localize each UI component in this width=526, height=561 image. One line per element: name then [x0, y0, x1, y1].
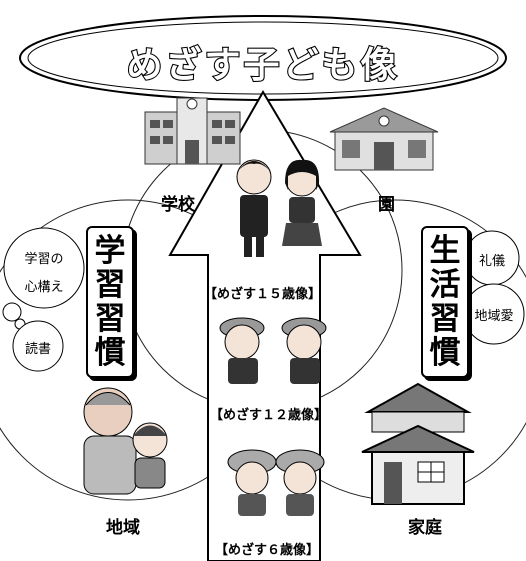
- children-12-illustration: [219, 317, 327, 384]
- bubble-reading: [12, 320, 64, 372]
- life-habits-char-3: 習: [429, 301, 461, 337]
- grandparent-child-illustration: [83, 387, 168, 495]
- label-home: 家庭: [408, 518, 442, 538]
- bubble-text-study-2: 心構え: [24, 280, 64, 295]
- bubble-text-community-love: 地域愛: [474, 309, 514, 324]
- bubble-study-mindset: [3, 227, 85, 309]
- life-habits-panel: 生 活 習 慣: [421, 226, 469, 378]
- life-habits-char-1: 生: [429, 233, 461, 269]
- label-school: 学校: [161, 195, 195, 215]
- students-15-illustration: [236, 159, 322, 257]
- learning-habits-char-2: 習: [94, 267, 126, 303]
- children-6-illustration: [227, 449, 325, 516]
- house-icon: [361, 382, 475, 505]
- stage-6-label: 【めざす６歳像】: [215, 543, 320, 558]
- label-nursery: 園: [378, 195, 395, 215]
- nursery-building-icon: [329, 107, 439, 171]
- bubble-text-study-1: 学習の: [24, 252, 64, 267]
- stage-15-label: 【めざす１５歳像】: [204, 287, 322, 302]
- learning-habits-panel: 学 習 習 慣: [86, 226, 134, 378]
- life-habits-char-4: 慣: [429, 335, 461, 371]
- learning-habits-char-3: 習: [94, 301, 126, 337]
- stage-12-label: 【めざす１２歳像】: [210, 408, 328, 423]
- school-building-icon: [144, 97, 241, 165]
- label-community: 地域: [106, 518, 140, 538]
- bubble-text-courtesy: 礼儀: [478, 254, 505, 269]
- bubble-text-reading: 読書: [24, 342, 51, 357]
- left-bubbles: [2, 227, 85, 372]
- learning-habits-char-4: 慣: [94, 335, 126, 371]
- learning-habits-char-1: 学: [94, 233, 126, 269]
- life-habits-char-2: 活: [429, 267, 461, 303]
- page-title: めざす子ども像: [125, 44, 400, 87]
- right-bubbles: [463, 230, 525, 345]
